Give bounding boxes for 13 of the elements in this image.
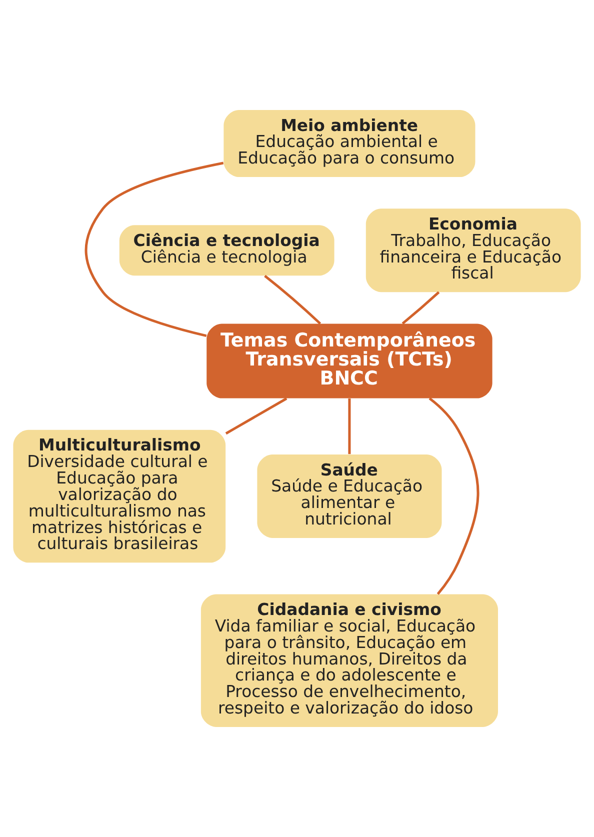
connector bbox=[402, 291, 440, 325]
node-box: Multiculturalismo Diversidade cultural e Educação para valorização do multiculturalismo nas matrizes históricas e culturais brasileiras bbox=[13, 430, 226, 563]
node-box: Cidadania e civismo Vida familiar e social, Educação para o trânsito, Educação em direitos humanos, Direitos da criança e do adolescente e Processo de envelhecimento, respeito e valorização do idoso bbox=[200, 594, 498, 727]
node-box: Economia Trabalho, Educação financeira e Educação fiscal bbox=[366, 208, 581, 292]
node-box: Temas Contemporâneos Transversais (TCTs) BNCC bbox=[206, 324, 492, 398]
node-box: Meio ambiente Educação ambiental e Educação para o consumo bbox=[224, 110, 476, 178]
connector bbox=[225, 397, 288, 435]
connector bbox=[348, 398, 351, 454]
connector bbox=[428, 397, 480, 595]
connector bbox=[264, 274, 322, 325]
connector bbox=[84, 162, 224, 338]
node-box: Saúde Saúde e Educação alimentar e nutricional bbox=[257, 454, 442, 538]
node-box: Ciência e tecnologia Ciência e tecnologia bbox=[119, 225, 334, 276]
